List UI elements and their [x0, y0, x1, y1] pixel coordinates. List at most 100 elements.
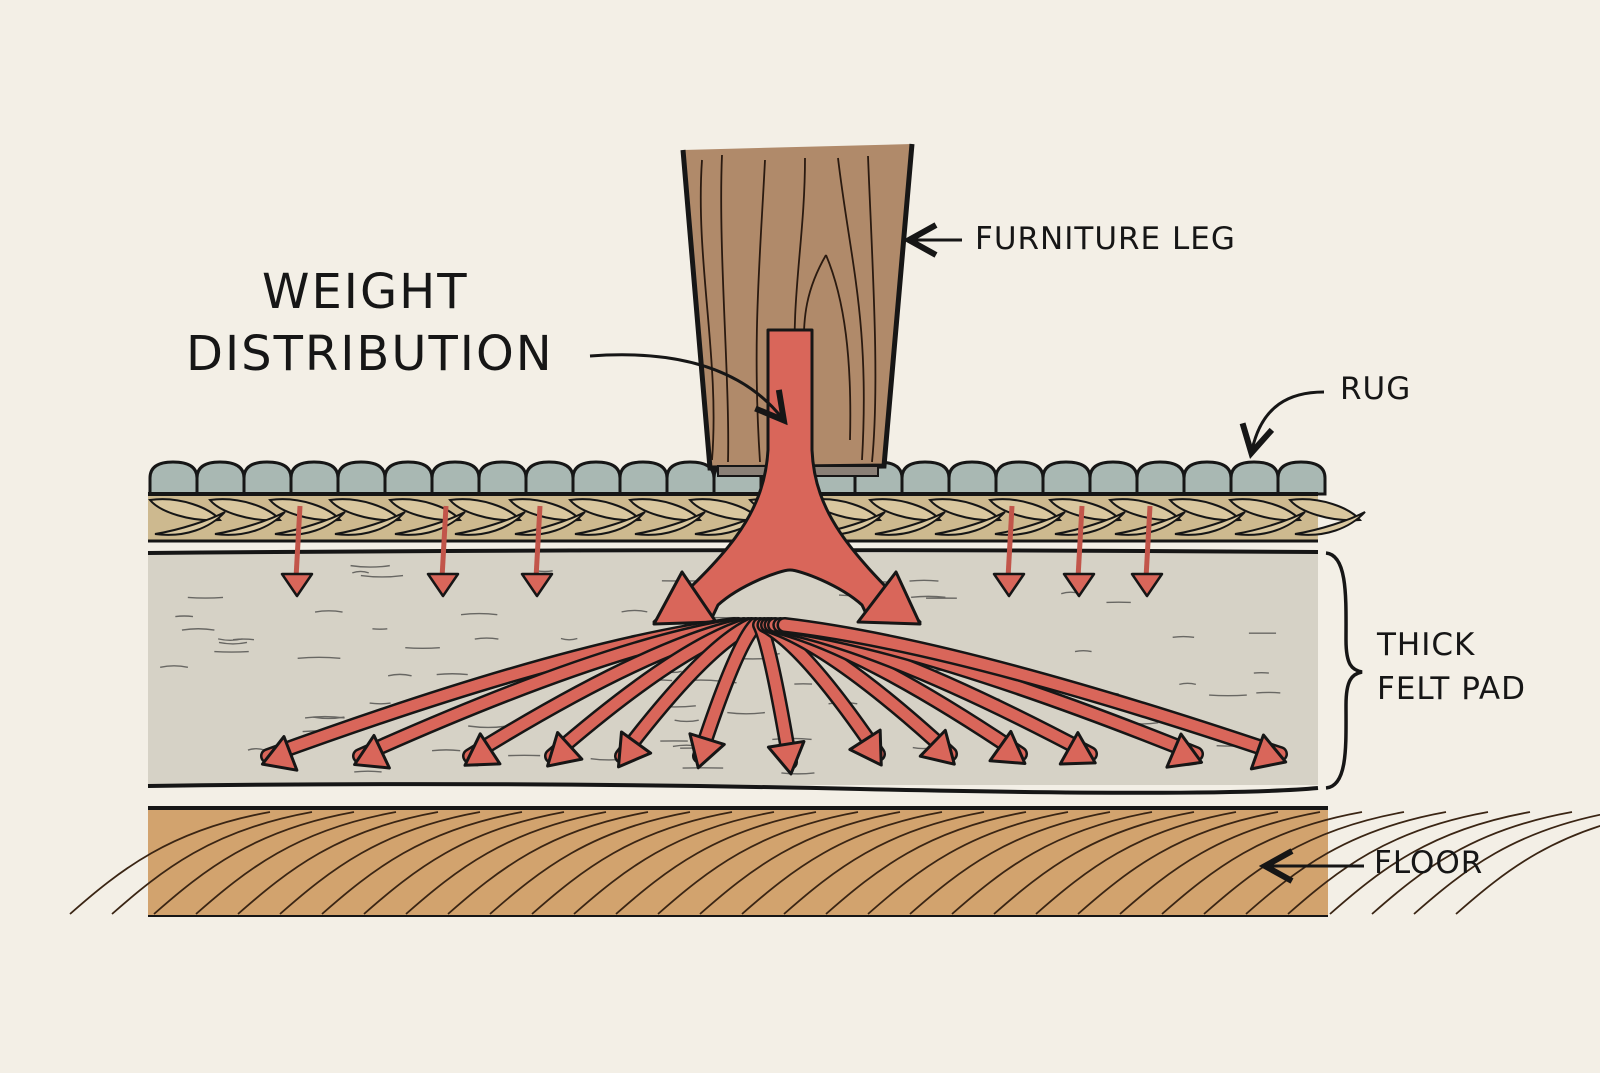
spread-arrow-head	[260, 735, 299, 772]
spread-arrow-head	[688, 732, 726, 770]
spread-arrow-shaft	[616, 619, 758, 762]
felt-fiber-mark	[314, 610, 343, 613]
floor-grain-line	[741, 811, 943, 915]
floor-grain-line	[321, 811, 523, 915]
floor-grain-line	[447, 811, 649, 915]
spread-arrow-head	[1249, 733, 1288, 771]
felt-fiber-mark	[474, 637, 499, 640]
small-arrow-head	[992, 572, 1026, 598]
floor-grain-line	[237, 811, 439, 915]
floor-grain-line	[153, 811, 355, 915]
felt-fiber-mark	[560, 637, 578, 641]
rug-pile-tuft	[195, 460, 246, 496]
floor-grain-line	[783, 811, 985, 915]
felt-fiber-mark	[621, 609, 648, 613]
title-line-2: DISTRIBUTION	[186, 326, 554, 382]
floor-grain-line	[111, 811, 313, 915]
rug-braid-strand	[208, 498, 283, 522]
spread-arrow-head	[918, 728, 956, 766]
force-stem	[652, 328, 922, 624]
spread-arrow-head	[616, 730, 653, 769]
spread-arrow-head	[546, 731, 584, 768]
rug-braid-strand	[634, 511, 706, 536]
felt-fiber-mark	[436, 673, 468, 676]
felt-fiber-mark	[360, 574, 404, 578]
rug-pile-tuft	[1182, 460, 1233, 496]
floor-grain-line	[1245, 811, 1447, 915]
small-arrow-shaft	[533, 505, 543, 579]
rug-pile-tuft	[994, 460, 1045, 496]
rug-braid-strand	[868, 498, 943, 522]
rug-braid-strand	[448, 498, 523, 522]
felt-fiber-mark	[1209, 694, 1247, 697]
floor-grain-line	[195, 811, 397, 915]
felt-fiber-mark	[217, 638, 243, 642]
felt-fiber-mark	[387, 673, 412, 677]
floor-grain-line	[1413, 813, 1600, 915]
rug-braid-strand	[508, 498, 583, 522]
rug-braid-strand	[1234, 511, 1306, 536]
felt-fiber-mark	[536, 570, 553, 573]
rug-pile-tuft	[571, 460, 622, 496]
rug-braid-strand	[214, 511, 286, 536]
floor-grain-line	[489, 811, 691, 915]
floor-grain-line	[867, 811, 1069, 915]
rug-braid-strand	[1288, 498, 1363, 522]
rug-pile-tuft	[242, 460, 293, 496]
felt-fiber-mark	[369, 702, 391, 705]
small-arrow-head	[426, 572, 460, 598]
felt-fiber-mark	[352, 570, 369, 574]
felt-fiber-mark	[297, 656, 341, 659]
felt-fiber-mark	[460, 612, 498, 616]
rug-braid-strand	[1174, 511, 1246, 536]
rug-braid-strand	[994, 511, 1066, 536]
spread-arrow-shaft	[779, 619, 1286, 760]
rug-braid-strand	[268, 498, 343, 522]
floor-grain-line	[993, 811, 1195, 915]
force-arrows	[652, 328, 922, 626]
rug-braid-strand	[874, 511, 946, 536]
felt-fiber-mark	[160, 665, 189, 668]
floor-grain-line	[951, 811, 1153, 915]
felt-fiber-mark	[405, 646, 440, 650]
small-arrow-shaft	[293, 505, 303, 579]
rug-braid-strand	[328, 498, 403, 522]
floor-grain-line	[531, 811, 733, 915]
rug-braid-strand	[154, 511, 226, 536]
spread-arrows	[260, 617, 1288, 776]
floor-grain-line	[1119, 811, 1321, 915]
spread-arrow-head	[1165, 732, 1204, 769]
rug-braid-layer	[148, 494, 1366, 543]
label-furniture-leg: FURNITURE LEG	[975, 221, 1236, 257]
floor-grain-line	[363, 811, 565, 915]
floor-grain-line	[1161, 811, 1363, 915]
floor-grain-line	[1329, 811, 1531, 915]
floor-layer	[69, 806, 1600, 917]
small-arrow-head	[1130, 572, 1164, 598]
felt-fiber-mark	[181, 628, 215, 631]
spread-arrow-shaft	[694, 619, 761, 762]
floor-grain-line	[1455, 824, 1600, 915]
rug-pile-tuft	[1135, 460, 1186, 496]
rug-pile-tuft	[336, 460, 387, 496]
rug-braid-strand	[388, 498, 463, 522]
rug-pile-tuft	[383, 460, 434, 496]
rug-braid-strand	[1228, 498, 1303, 522]
felt-fiber-mark	[312, 716, 345, 720]
rug-braid-strand	[1168, 498, 1243, 522]
felt-fiber-mark	[431, 749, 461, 752]
small-arrow-head	[1062, 572, 1096, 598]
felt-fiber-mark	[911, 595, 946, 599]
spread-arrow-head	[463, 732, 502, 767]
floor-grain-line	[405, 811, 607, 915]
rug-braid-strand	[394, 511, 466, 536]
rug-braid-strand	[454, 511, 526, 536]
floor-grain-line	[909, 811, 1111, 915]
floor-grain-line	[1371, 811, 1573, 915]
spread-arrow-head	[988, 729, 1027, 765]
felt-fiber-mark	[781, 772, 815, 775]
rug-pile-tuft	[148, 460, 199, 496]
force-arrowhead-right	[856, 570, 922, 626]
label-felt-pad-line-2: FELT PAD	[1377, 671, 1526, 707]
